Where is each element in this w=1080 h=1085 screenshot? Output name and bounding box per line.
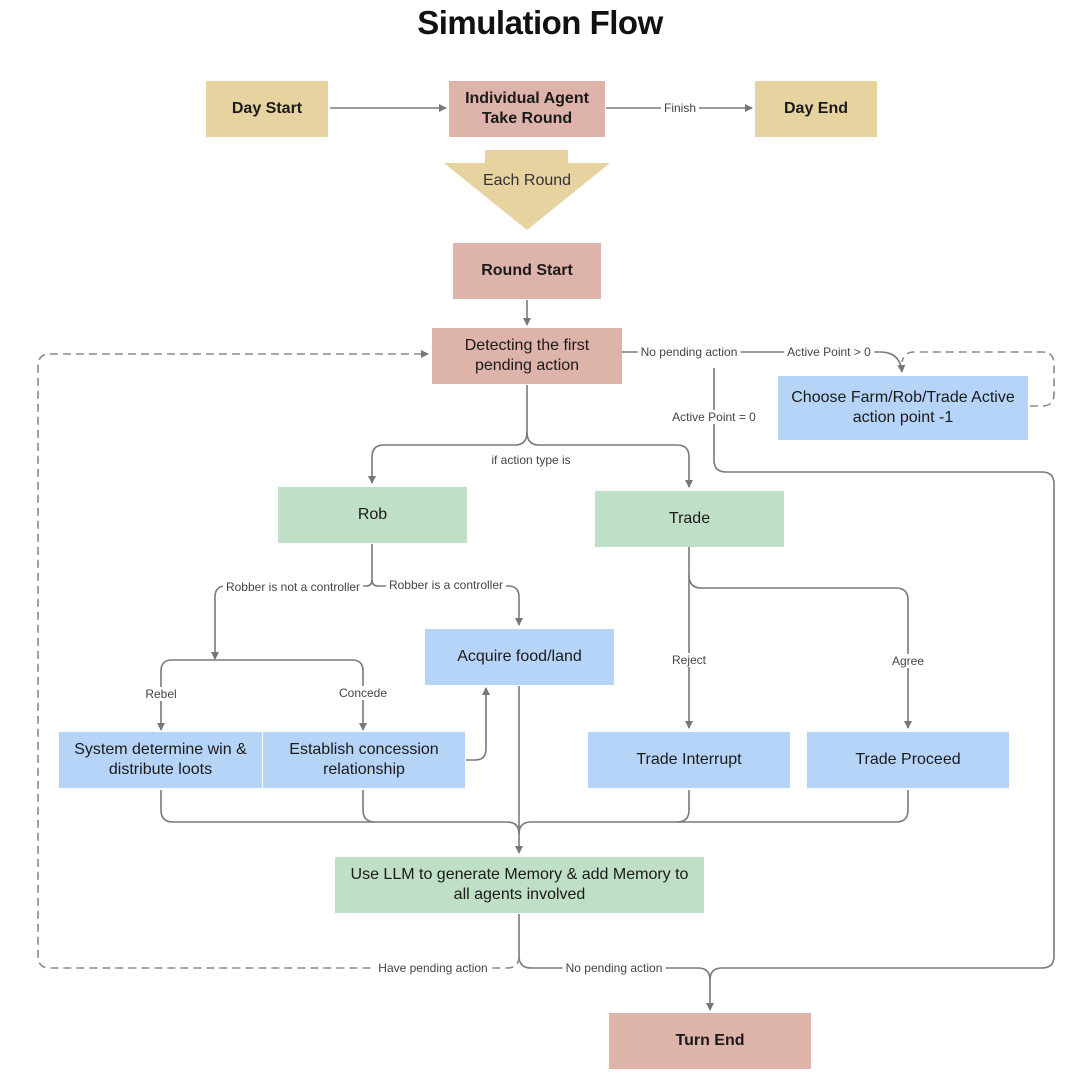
edge-merge-interrupt	[676, 790, 690, 823]
edge-trade-agree	[688, 574, 912, 729]
node-acquire[interactable]: Acquire food/land	[425, 629, 614, 685]
node-individual-agent[interactable]: Individual Agent Take Round	[449, 81, 605, 137]
node-trade[interactable]: Trade	[595, 491, 784, 547]
label-reject: Reject	[668, 653, 710, 667]
node-detect-pending[interactable]: Detecting the first pending action	[432, 328, 622, 384]
node-turn-end[interactable]: Turn End	[609, 1013, 811, 1069]
label-robber-not-controller: Robber is not a controller	[222, 580, 364, 594]
node-day-start[interactable]: Day Start	[206, 81, 328, 137]
label-if-action-type: if action type is	[488, 453, 574, 467]
label-no-pending-bottom: No pending action	[562, 961, 666, 975]
edge-concession-acquire	[466, 687, 490, 761]
edge-choose-loop	[901, 351, 1055, 407]
edge-rob-split	[211, 544, 373, 660]
label-finish: Finish	[660, 101, 700, 115]
each-round-arrow-icon	[444, 150, 610, 230]
edge-nopending	[622, 351, 906, 373]
label-each-round: Each Round	[482, 172, 572, 189]
node-concession[interactable]: Establish concession relationship	[263, 732, 465, 788]
node-system-determine[interactable]: System determine win & distribute loots	[59, 732, 262, 788]
label-agree: Agree	[888, 654, 928, 668]
node-choose-action[interactable]: Choose Farm/Rob/Trade Active action poin…	[778, 376, 1028, 440]
edge-detect-split	[368, 385, 528, 484]
node-trade-proceed[interactable]: Trade Proceed	[807, 732, 1009, 788]
edge-merge-left	[160, 790, 520, 835]
edge-rebel	[351, 659, 367, 731]
edge-active0	[706, 368, 1055, 1011]
label-rebel: Rebel	[142, 687, 180, 701]
node-llm-memory[interactable]: Use LLM to generate Memory & add Memory …	[335, 857, 704, 913]
edge-llm-nopending	[518, 914, 711, 981]
node-round-start[interactable]: Round Start	[453, 243, 601, 299]
label-no-pending-top: No pending action	[637, 345, 741, 359]
label-concede: Concede	[335, 686, 391, 700]
edge-merge-concession	[362, 790, 376, 823]
node-rob[interactable]: Rob	[278, 487, 467, 543]
label-active-gt0: Active Point > 0	[784, 345, 874, 359]
label-have-pending: Have pending action	[375, 961, 491, 975]
edge-rob-controller	[371, 579, 523, 626]
edge-merge-right	[518, 790, 909, 835]
label-active-eq0: Active Point = 0	[669, 410, 759, 424]
edge-detect-trade	[526, 431, 693, 488]
diagram-title: Simulation Flow	[417, 4, 663, 41]
edge-have-pending-loop	[37, 350, 520, 969]
node-day-end[interactable]: Day End	[755, 81, 877, 137]
label-robber-controller: Robber is a controller	[385, 578, 507, 592]
node-trade-interrupt[interactable]: Trade Interrupt	[588, 732, 790, 788]
edge-rebel-left	[161, 659, 352, 730]
